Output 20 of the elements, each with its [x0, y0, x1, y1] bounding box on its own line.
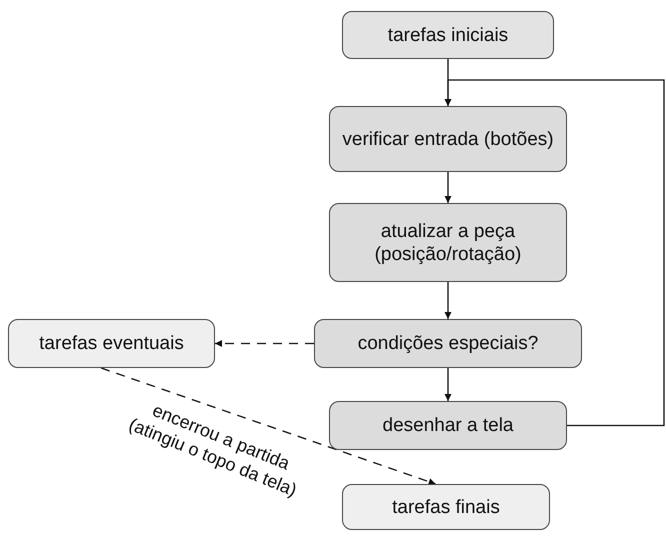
node-label: tarefas eventuais [39, 332, 184, 355]
process-box [329, 203, 567, 282]
node-label: desenhar a tela [382, 414, 514, 437]
arrow [215, 340, 314, 347]
arrow [100, 367, 436, 486]
node-label: verificar entrada (botões) [342, 128, 554, 150]
arrow [444, 282, 452, 319]
node-label: condições especiais? [358, 332, 538, 355]
process-box [329, 106, 567, 172]
node-label: tarefas iniciais [388, 24, 508, 46]
node-label: tarefas finais [392, 496, 500, 518]
process-box [8, 319, 215, 368]
process-box [342, 484, 550, 530]
node-label: atualizar a peça (posição/rotação) [374, 220, 522, 266]
arrow [444, 368, 452, 401]
process-box [314, 319, 582, 368]
process-box [342, 11, 554, 59]
arrow [444, 79, 665, 426]
arrow [444, 172, 452, 203]
process-box [329, 401, 567, 450]
